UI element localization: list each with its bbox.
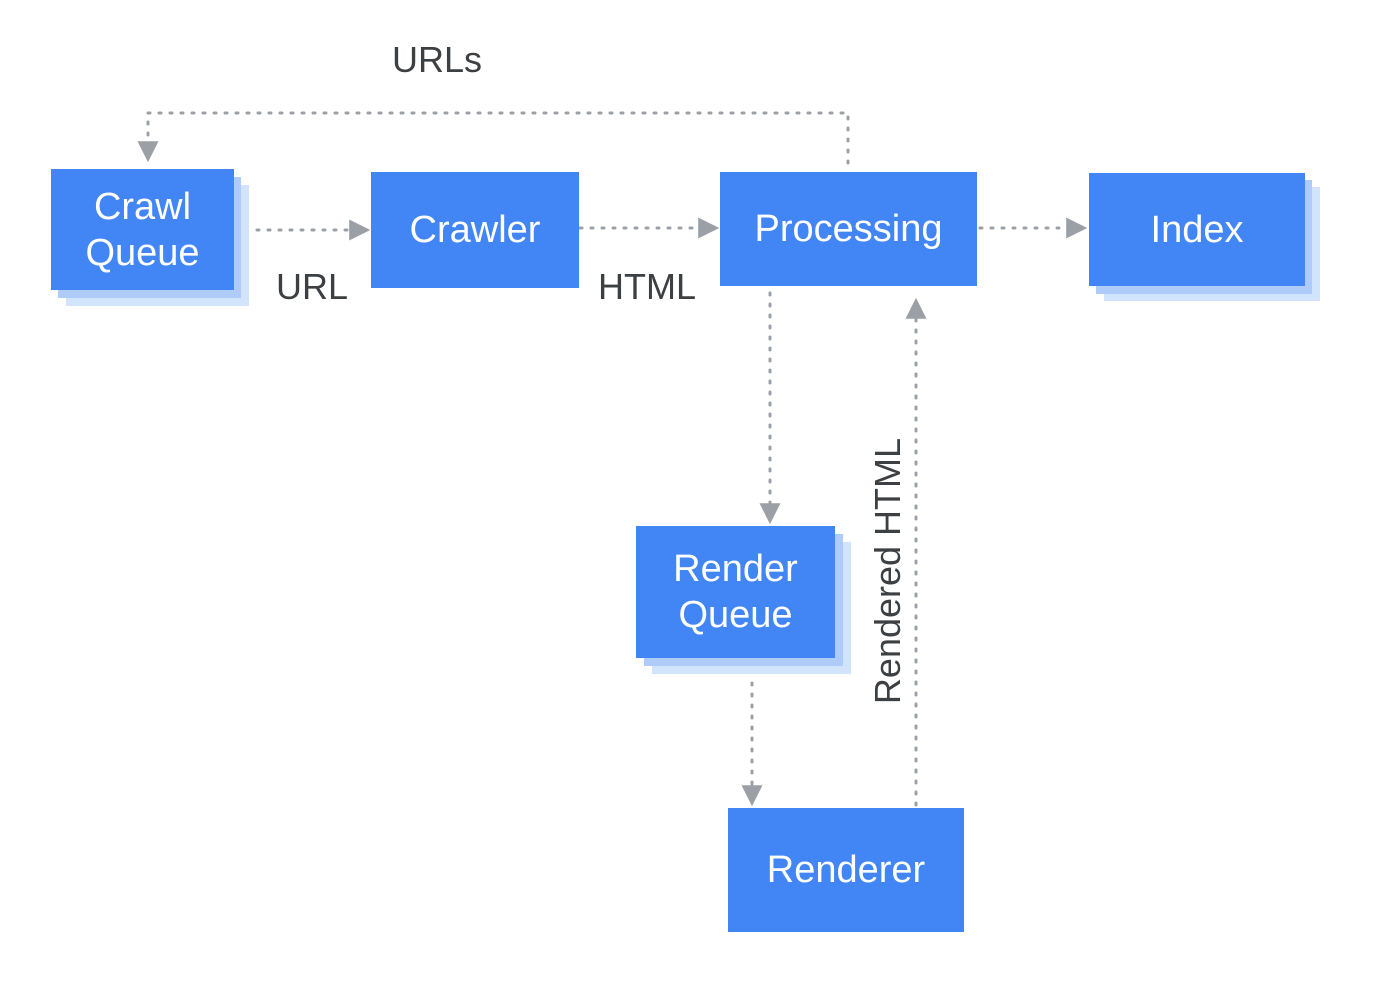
index-label: Index bbox=[1150, 208, 1244, 251]
index-node: Index bbox=[1089, 173, 1305, 286]
crawler-node: Crawler bbox=[371, 172, 579, 288]
render-queue-label: Render Queue bbox=[673, 548, 798, 636]
connector-processing-to-crawl-queue bbox=[137, 111, 850, 165]
processing-node: Processing bbox=[720, 172, 977, 286]
edge-label-urls: URLs bbox=[392, 39, 483, 80]
edge-label-url: URL bbox=[276, 266, 349, 307]
renderer-label: Renderer bbox=[766, 849, 926, 891]
crawl-queue-node: Crawl Queue bbox=[51, 169, 234, 290]
crawl-queue-label: Crawl Queue bbox=[85, 185, 200, 274]
crawler-label: Crawler bbox=[409, 209, 541, 251]
processing-label: Processing bbox=[754, 208, 943, 250]
render-queue-node: Render Queue bbox=[636, 526, 835, 658]
edge-label-rendered-html: Rendered HTML bbox=[867, 437, 908, 705]
renderer-node: Renderer bbox=[728, 808, 964, 932]
edge-label-html: HTML bbox=[598, 266, 696, 307]
